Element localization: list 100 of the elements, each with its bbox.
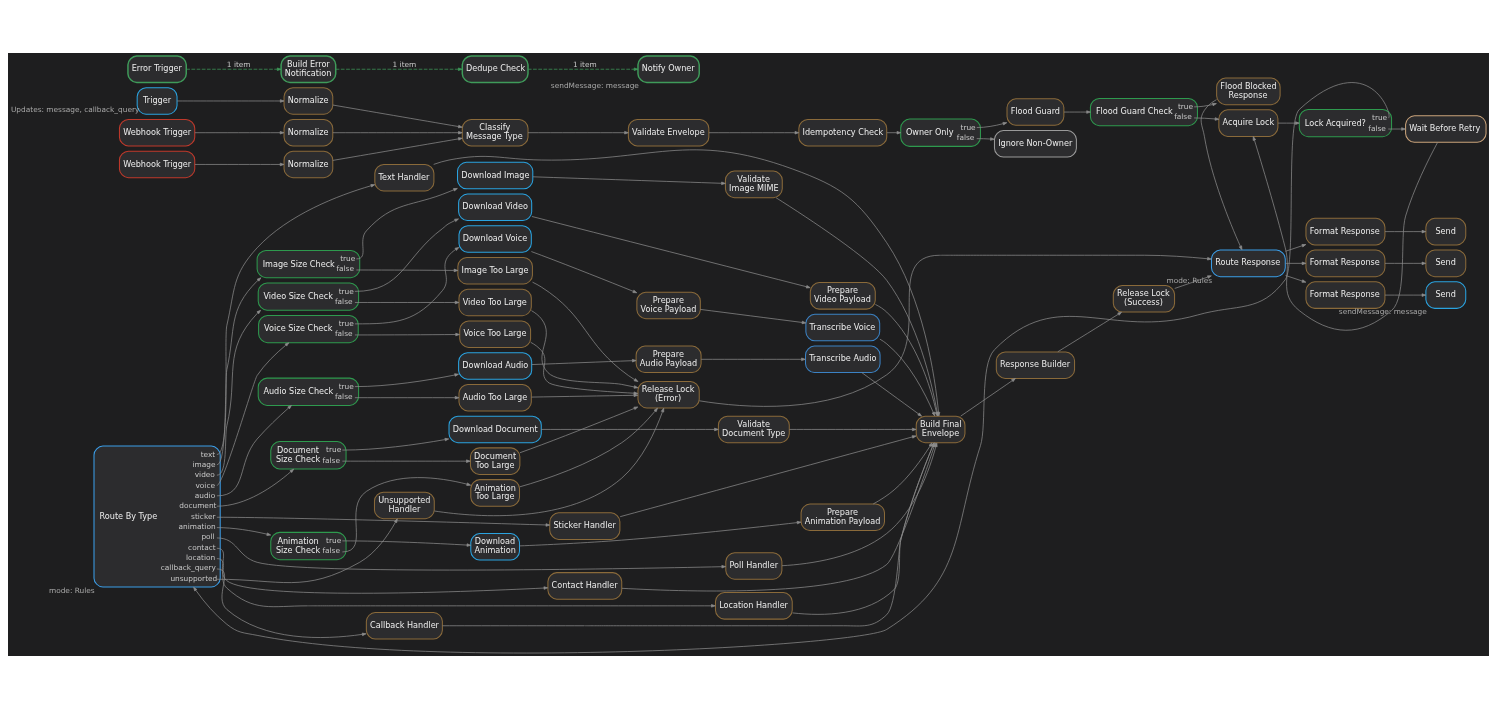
arrow xyxy=(531,393,639,397)
node-box: Download Document xyxy=(448,415,542,443)
arrow xyxy=(698,254,1212,407)
arrow xyxy=(960,377,1016,416)
arrow xyxy=(216,568,367,638)
node-box: Voice Too Large xyxy=(459,319,532,348)
node-box: Release Lock (Success) xyxy=(1112,284,1176,313)
node-box: Transcribe Audio xyxy=(805,345,881,373)
arrow xyxy=(216,183,376,455)
arrow xyxy=(519,406,639,453)
node-box: Video Too Large xyxy=(458,288,532,316)
arrow xyxy=(879,338,936,416)
node-box: Location Handler xyxy=(714,591,793,620)
node-box: Download Voice xyxy=(458,224,532,253)
node-box: Validate Document Type xyxy=(717,415,790,443)
arrow xyxy=(342,540,472,547)
arrow xyxy=(1384,261,1427,265)
arrow xyxy=(434,407,665,516)
arrow xyxy=(354,218,459,292)
node-box: Contact Handler xyxy=(547,571,623,600)
node-box: Download Video xyxy=(458,192,533,221)
edge-label: true xyxy=(338,381,354,391)
edge-label: false xyxy=(322,455,340,465)
edge-label: true xyxy=(326,535,342,545)
node-box: Audio Too Large xyxy=(458,383,532,411)
arrow xyxy=(332,104,463,128)
arrow xyxy=(216,468,294,507)
edge-label: poll xyxy=(201,531,215,541)
node-box: Format Response xyxy=(1305,249,1386,277)
edge-label: false xyxy=(956,132,975,142)
edge-label: false xyxy=(334,296,353,306)
edge-label: sticker xyxy=(191,511,216,521)
edge-label: unsupported xyxy=(170,573,218,583)
node-box: Webhook Trigger xyxy=(118,150,196,178)
arrow xyxy=(1193,102,1217,107)
edge-label: animation xyxy=(178,521,216,531)
node-box: Prepare Audio Payload xyxy=(635,345,702,373)
arrow xyxy=(540,427,719,431)
arrow xyxy=(216,557,716,607)
arrow xyxy=(531,309,639,389)
node-box: Route Response xyxy=(1210,249,1286,277)
arrow xyxy=(1200,98,1243,250)
arrow xyxy=(519,407,658,487)
edge-label: true xyxy=(340,253,356,263)
node-box: Poll Handler xyxy=(725,551,783,580)
node-box: Normalize xyxy=(283,118,334,146)
edge-label: contact xyxy=(188,542,216,552)
node-box: Unsupported Handler xyxy=(373,491,435,519)
arrow xyxy=(976,136,995,141)
edge-label: true xyxy=(1177,101,1194,111)
arrow xyxy=(1174,274,1212,289)
arrow xyxy=(789,427,917,431)
arrow xyxy=(332,130,463,134)
node-label: sendMessage: message xyxy=(1338,306,1427,316)
arrow xyxy=(519,520,802,546)
edge-label: true xyxy=(338,318,354,328)
arrow xyxy=(872,441,933,504)
node-box: Sticker Handler xyxy=(549,511,621,540)
node-box: Text Handler xyxy=(374,163,435,192)
arrow xyxy=(216,537,726,570)
arrow xyxy=(886,130,902,134)
arrow xyxy=(1285,261,1307,265)
node-box: Release Lock (Error) xyxy=(637,380,700,409)
edge-label: false xyxy=(334,328,353,338)
arrow xyxy=(700,357,806,361)
node-box: Idempotency Check xyxy=(798,118,888,146)
node-box: Format Response xyxy=(1305,217,1386,245)
arrow xyxy=(354,395,460,399)
arrow xyxy=(1193,116,1220,121)
edge-label: false xyxy=(1174,111,1192,121)
arrow xyxy=(976,121,1008,128)
arrow xyxy=(332,136,463,161)
node-box: Transcribe Voice xyxy=(805,313,881,341)
arrow xyxy=(527,67,639,71)
node-box: Document Too Large xyxy=(469,446,521,475)
node-box: Send xyxy=(1425,249,1467,277)
arrow xyxy=(216,517,398,583)
arrow xyxy=(342,459,471,463)
node-box: Acquire Lock xyxy=(1218,108,1279,137)
arrow xyxy=(342,476,471,552)
node-box: Classify Message Type xyxy=(461,118,529,146)
node-box: Response Builder xyxy=(995,350,1076,379)
edge-label: text xyxy=(200,449,216,459)
arrow xyxy=(700,308,807,324)
edge-label: audio xyxy=(194,490,216,500)
node-box: Normalize xyxy=(283,150,334,178)
arrow xyxy=(216,516,551,527)
arrow xyxy=(532,281,639,382)
arrow xyxy=(531,358,637,365)
node-box: Dedupe Check xyxy=(461,54,529,83)
edge-label: 1 item xyxy=(392,59,417,69)
arrow xyxy=(194,162,285,166)
arrow xyxy=(186,67,282,71)
node-box: Wait Before Retry xyxy=(1405,114,1487,143)
node-box: Download Audio xyxy=(458,351,533,380)
arrow xyxy=(216,547,549,594)
node-box: Prepare Video Payload xyxy=(809,281,876,310)
node-box: Normalize xyxy=(283,86,334,115)
arrow xyxy=(194,130,285,134)
arrow xyxy=(216,404,292,496)
